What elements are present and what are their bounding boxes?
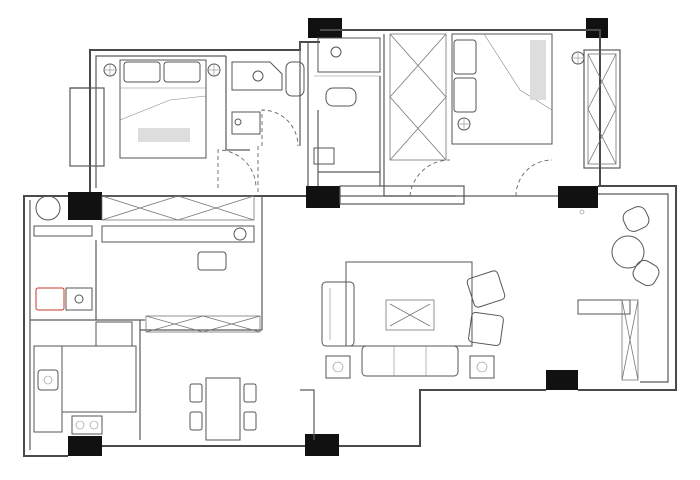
bed xyxy=(451,33,553,145)
chair xyxy=(189,411,203,431)
room-master-bedroom xyxy=(389,33,617,197)
laundry-cabinet xyxy=(33,225,93,237)
armchair xyxy=(468,311,504,347)
room-bedroom-left xyxy=(103,59,257,189)
rug xyxy=(345,261,473,347)
chair xyxy=(243,383,257,403)
door-swing xyxy=(515,159,553,197)
chair xyxy=(197,251,227,271)
room-bathroom-1 xyxy=(231,61,305,147)
walls xyxy=(23,29,677,457)
pillow xyxy=(453,39,477,75)
room-balcony-right xyxy=(577,206,660,381)
side-table xyxy=(469,355,495,379)
vanity xyxy=(231,111,261,135)
column xyxy=(68,436,102,456)
dining-table xyxy=(205,377,241,441)
pillow xyxy=(453,77,477,113)
sink-icon xyxy=(37,369,59,391)
toilet xyxy=(285,61,305,97)
room-kitchen xyxy=(33,321,137,435)
sink-icon xyxy=(74,294,84,304)
room-balcony-left xyxy=(33,195,93,311)
shower-head-icon xyxy=(252,70,264,82)
stove xyxy=(71,415,103,435)
column xyxy=(546,370,578,390)
sink-icon xyxy=(234,118,242,126)
laundry-sink xyxy=(65,287,93,311)
chair xyxy=(622,206,650,232)
sink-icon xyxy=(313,147,335,165)
chair xyxy=(189,383,203,403)
room-corridor-storage xyxy=(101,146,261,333)
storage-cabinet xyxy=(621,299,639,381)
room-living xyxy=(321,261,506,379)
column xyxy=(586,18,608,38)
wardrobe xyxy=(389,33,447,161)
bed xyxy=(119,59,207,159)
desk xyxy=(101,225,255,243)
toilet xyxy=(325,87,357,107)
washing-machine-icon xyxy=(35,195,61,221)
column xyxy=(305,434,339,456)
pillow xyxy=(163,61,201,83)
wall-cabinet xyxy=(95,321,133,347)
tv-cabinet xyxy=(577,299,631,315)
shower-tray xyxy=(317,37,381,73)
room-dining xyxy=(189,377,257,441)
door-swing xyxy=(217,149,257,189)
storage-cabinet xyxy=(101,195,255,221)
side-table xyxy=(325,355,351,379)
column xyxy=(308,18,342,38)
balcony-window xyxy=(587,53,617,165)
armchair xyxy=(321,281,355,347)
room-bathroom-2 xyxy=(313,37,381,186)
armchair xyxy=(466,270,506,308)
pillow xyxy=(123,61,161,83)
door-swing xyxy=(409,159,451,197)
column xyxy=(558,186,598,208)
sofa xyxy=(361,345,459,377)
laundry-sink xyxy=(35,287,65,311)
sink-icon xyxy=(233,227,247,241)
shower-tray xyxy=(231,61,283,91)
column xyxy=(68,192,102,220)
column xyxy=(306,186,340,208)
chair xyxy=(632,259,660,287)
door-swing xyxy=(261,109,299,147)
refrigerator xyxy=(61,345,137,413)
round-table xyxy=(611,235,645,269)
coffee-table xyxy=(385,299,435,331)
shower-head-icon xyxy=(330,46,342,58)
chair xyxy=(243,411,257,431)
